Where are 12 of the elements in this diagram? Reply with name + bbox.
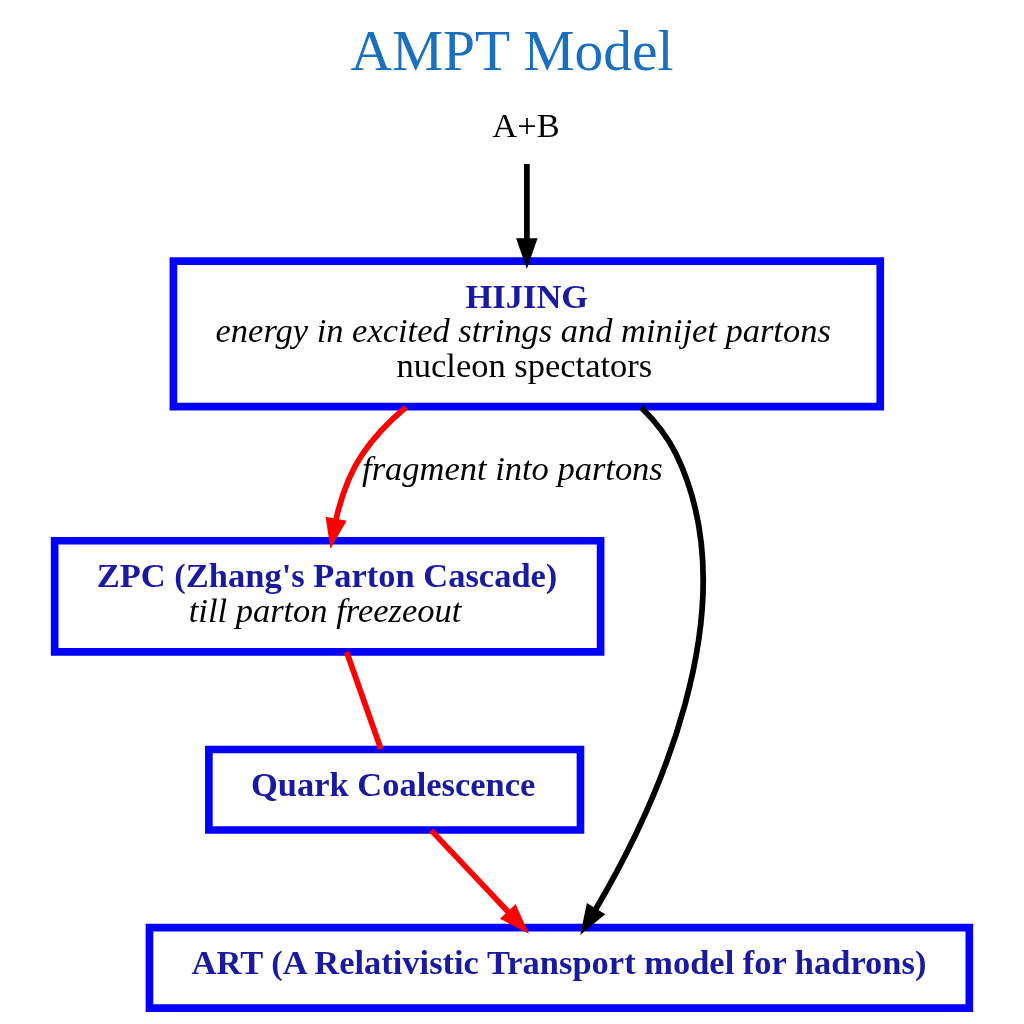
node-text: A+B <box>492 106 560 145</box>
arrow <box>429 828 529 934</box>
arrow <box>325 405 408 549</box>
node-box: ZPC (Zhang's Parton Cascade) till parton freezeout <box>50 536 605 656</box>
diagram-title: AMPT Model <box>350 18 674 82</box>
arrow <box>580 405 706 935</box>
node-box: HIJING energy in excited strings and minijet partons nucleon spectators <box>169 257 885 411</box>
node-box: Quark Coalescence <box>205 745 585 834</box>
arrow <box>516 164 538 269</box>
connector <box>343 651 384 750</box>
node-box: ART (A Relativistic Transport model for hadrons) <box>145 923 974 1012</box>
edge-label: fragment into partons <box>362 449 663 488</box>
